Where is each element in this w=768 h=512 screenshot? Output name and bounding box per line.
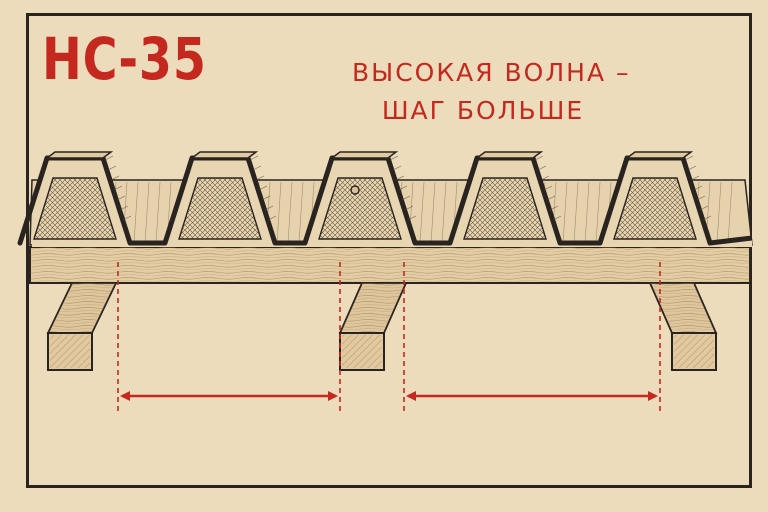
crest-shade [392, 165, 402, 171]
sheathing-hatch [298, 181, 304, 244]
crest-shade [119, 205, 129, 211]
sheathing-hatch [155, 181, 161, 244]
subtitle-line-1: ВЫСОКАЯ ВОЛНА – [352, 58, 631, 87]
sheathing-hatch [727, 181, 733, 244]
crest-shade [690, 175, 700, 181]
crest-shade [546, 195, 556, 201]
sheathing-hatch [573, 181, 579, 244]
sheathing-hatch [419, 181, 425, 244]
profile-crest-1 [33, 151, 132, 240]
rafters [46, 282, 718, 371]
crest-cavity [33, 177, 117, 240]
crest-top [329, 151, 399, 159]
sheathing-hatch [441, 181, 447, 244]
crest-shade [122, 215, 132, 221]
rafter-endgrain [674, 335, 714, 368]
crest-shade [537, 165, 547, 171]
crest-shade [107, 165, 117, 171]
crest-shade [258, 185, 268, 191]
crest-shade [407, 215, 417, 221]
crest-shade [699, 205, 709, 211]
sheathing-hatch [287, 181, 293, 244]
crest-cavity [463, 177, 547, 240]
crest-shade [552, 215, 562, 221]
crest-shade [401, 195, 411, 201]
profile-crest-3 [318, 151, 417, 240]
crest-shade [261, 195, 271, 201]
crest-shade [116, 195, 126, 201]
crest-shade [543, 185, 553, 191]
crest-shade [249, 155, 259, 161]
rafter-endgrain [342, 335, 382, 368]
crest-shade [404, 205, 414, 211]
crest-top [474, 151, 544, 159]
crest-shade [696, 195, 706, 201]
crest-top [189, 151, 259, 159]
subtitle-line-2: ШАГ БОЛЬШЕ [381, 96, 585, 125]
crest-shade [255, 175, 265, 181]
crest-shade [104, 155, 114, 161]
screw-icon [350, 185, 360, 195]
crest-shade [534, 155, 544, 161]
crest-shade [395, 175, 405, 181]
sheathing-hatch [595, 181, 601, 244]
crest-shade [264, 205, 274, 211]
sheathing-hatch [584, 181, 590, 244]
rafter-1 [46, 282, 118, 371]
rafter-3 [648, 282, 718, 371]
crest-shade [252, 165, 262, 171]
crest-cavity [613, 177, 697, 240]
sheathing-hatch [562, 181, 568, 244]
profile-title: НС-35 [42, 25, 207, 93]
crest-shade [389, 155, 399, 161]
spacing-indicators [117, 262, 661, 412]
rafter-grain [650, 283, 716, 333]
batten-grain [30, 247, 750, 283]
crest-shade [684, 155, 694, 161]
sheathing-hatch [144, 181, 150, 244]
crest-cavity [318, 177, 402, 240]
crest-shade [702, 215, 712, 221]
sheathing-hatch [133, 181, 139, 244]
crest-shade [113, 185, 123, 191]
crest-top [624, 151, 694, 159]
crest-shade [693, 185, 703, 191]
crest-top [44, 151, 114, 159]
rafter-grain [340, 283, 406, 333]
crest-shade [398, 185, 408, 191]
profile-crest-4 [463, 151, 562, 240]
sheathing-hatch [276, 181, 282, 244]
sheathing-hatch [716, 181, 722, 244]
profile-crest-5 [613, 151, 712, 240]
corrugated-sheet-profile [17, 151, 753, 247]
crest-shade [687, 165, 697, 171]
crest-shade [549, 205, 559, 211]
rafter-grain [48, 283, 116, 333]
crest-shade [110, 175, 120, 181]
rafter-2 [338, 282, 408, 371]
crest-shade [267, 215, 277, 221]
sheathing-hatch [430, 181, 436, 244]
profile-crest-2 [178, 151, 277, 240]
crest-shade [540, 175, 550, 181]
crest-cavity [178, 177, 262, 240]
rafter-endgrain [50, 335, 90, 368]
